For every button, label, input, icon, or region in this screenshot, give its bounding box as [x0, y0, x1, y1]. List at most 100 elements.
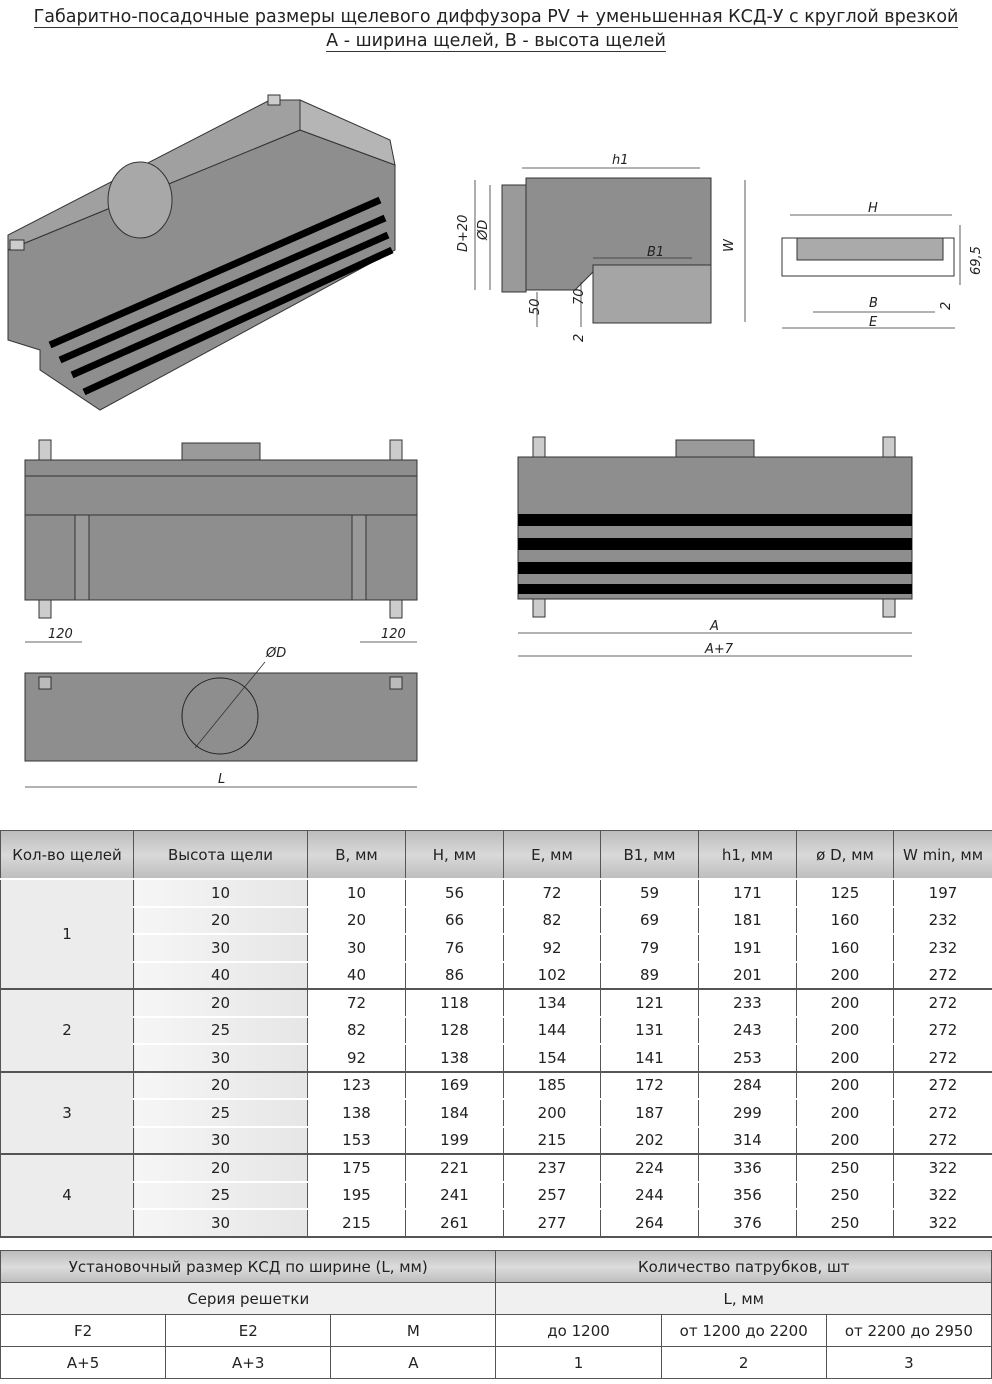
table-cell: 3: [825, 1346, 992, 1379]
column-header: E, мм: [503, 830, 601, 880]
column-header: Высота щели: [133, 830, 308, 880]
dim-d-plus-20: D+20: [456, 215, 471, 252]
slot-count-cell: 3: [0, 1070, 134, 1155]
table-cell: A+3: [165, 1346, 332, 1379]
table-cell: 89: [600, 960, 699, 990]
table-cell: 200: [796, 960, 894, 990]
subheader-l: L, мм: [495, 1282, 992, 1315]
table-cell: 72: [307, 988, 406, 1017]
table-cell: 86: [405, 960, 504, 990]
column-header: h1, мм: [698, 830, 797, 880]
table-cell: 250: [796, 1180, 894, 1210]
table-cell: 284: [698, 1070, 797, 1100]
table-cell: 20: [133, 905, 308, 935]
table-cell: M: [330, 1314, 497, 1347]
slot-count-cell: 4: [0, 1153, 134, 1238]
dim-120-right: 120: [381, 627, 406, 642]
table-cell: 153: [307, 1125, 406, 1155]
installation-table: Установочный размер КСД по ширине (L, мм…: [0, 1250, 992, 1379]
table-cell: от 2200 до 2950: [825, 1314, 992, 1347]
table-cell: 184: [405, 1098, 504, 1127]
column-header: H, мм: [405, 830, 504, 880]
dim-a-plus-7: A+7: [704, 642, 734, 657]
dim-70: 70: [572, 288, 587, 305]
table-cell: 272: [893, 1015, 992, 1045]
table-cell: 20: [133, 988, 308, 1017]
table-cell: 272: [893, 960, 992, 990]
table-cell: 72: [503, 878, 601, 907]
table-cell: A: [330, 1346, 497, 1379]
side-view: h1 D+20 ØD W B1 50 70 2: [456, 153, 746, 342]
dim-b1: B1: [647, 245, 664, 260]
table-cell: 2: [660, 1346, 827, 1379]
table-cell: 200: [796, 1015, 894, 1045]
table-cell: 25: [133, 1098, 308, 1127]
isometric-view: [7, 94, 396, 411]
table-cell: E2: [165, 1314, 332, 1347]
table-cell: 123: [307, 1070, 406, 1100]
table-cell: 102: [503, 960, 601, 990]
table-cell: 1: [495, 1346, 662, 1379]
table-cell: 261: [405, 1208, 504, 1238]
table-cell: 200: [796, 1125, 894, 1155]
table-cell: 160: [796, 933, 894, 962]
table-cell: 144: [503, 1015, 601, 1045]
dim-69-5: 69,5: [969, 246, 984, 275]
table-cell: 376: [698, 1208, 797, 1238]
column-header: B1, мм: [600, 830, 699, 880]
table-cell: 272: [893, 988, 992, 1017]
table-cell: F2: [0, 1314, 167, 1347]
table-cell: 201: [698, 960, 797, 990]
table-cell: 175: [307, 1153, 406, 1182]
column-header: ø D, мм: [796, 830, 894, 880]
table-cell: 59: [600, 878, 699, 907]
dim-120-left: 120: [48, 627, 73, 642]
table-cell: 30: [133, 1125, 308, 1155]
table-cell: 241: [405, 1180, 504, 1210]
table-cell: 191: [698, 933, 797, 962]
dim-h: H: [868, 201, 878, 216]
table-cell: 200: [796, 1043, 894, 1073]
table-row: F2 E2 M до 1200 от 1200 до 2200 от 2200 …: [0, 1314, 992, 1347]
dim-l: L: [218, 772, 225, 787]
table-cell: 197: [893, 878, 992, 907]
header-installation-size: Установочный размер КСД по ширине (L, мм…: [0, 1250, 497, 1283]
table-cell: 128: [405, 1015, 504, 1045]
table-cell: 185: [503, 1070, 601, 1100]
page-subtitle: A - ширина щелей, B - высота щелей: [326, 31, 666, 52]
table-cell: 69: [600, 905, 699, 935]
table-cell: 250: [796, 1153, 894, 1182]
slot-count-cell: 2: [0, 988, 134, 1073]
table-cell: 199: [405, 1125, 504, 1155]
dim-h1: h1: [612, 153, 629, 168]
table-cell: 202: [600, 1125, 699, 1155]
table-cell: 172: [600, 1070, 699, 1100]
table-cell: 30: [133, 933, 308, 962]
table-cell: 272: [893, 1070, 992, 1100]
table-cell: 215: [307, 1208, 406, 1238]
technical-drawings: h1 D+20 ØD W B1 50 70 2 H 69,5 B 2 E 120…: [7, 94, 984, 788]
table-cell: 200: [796, 1098, 894, 1127]
table-cell: 232: [893, 905, 992, 935]
front-view-left: 120 120: [24, 439, 418, 643]
table-cell: A+5: [0, 1346, 167, 1379]
table-cell: 277: [503, 1208, 601, 1238]
table-cell: 299: [698, 1098, 797, 1127]
section-view: H 69,5 B 2 E: [781, 201, 984, 330]
table-cell: 224: [600, 1153, 699, 1182]
table-cell: 92: [307, 1043, 406, 1073]
table-cell: 200: [503, 1098, 601, 1127]
table-cell: 257: [503, 1180, 601, 1210]
table-row: Установочный размер КСД по ширине (L, мм…: [0, 1250, 992, 1283]
table-cell: 215: [503, 1125, 601, 1155]
table-cell: 322: [893, 1180, 992, 1210]
